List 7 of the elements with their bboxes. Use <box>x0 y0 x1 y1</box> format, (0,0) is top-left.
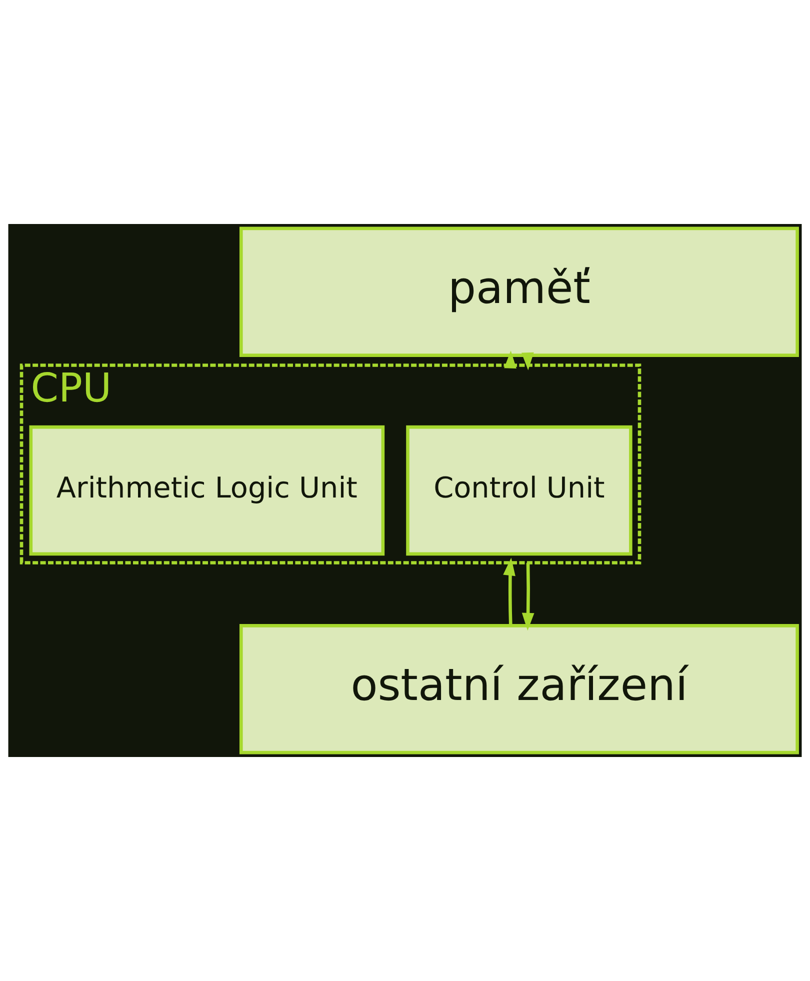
node-box: Arithmetic Logic Unit <box>29 425 385 556</box>
arrow <box>503 558 516 626</box>
arrow <box>522 352 534 370</box>
arrow <box>504 350 516 369</box>
node-box: ostatní zařízení <box>239 624 799 754</box>
node-box: Control Unit <box>406 425 632 556</box>
arrow <box>522 562 534 631</box>
